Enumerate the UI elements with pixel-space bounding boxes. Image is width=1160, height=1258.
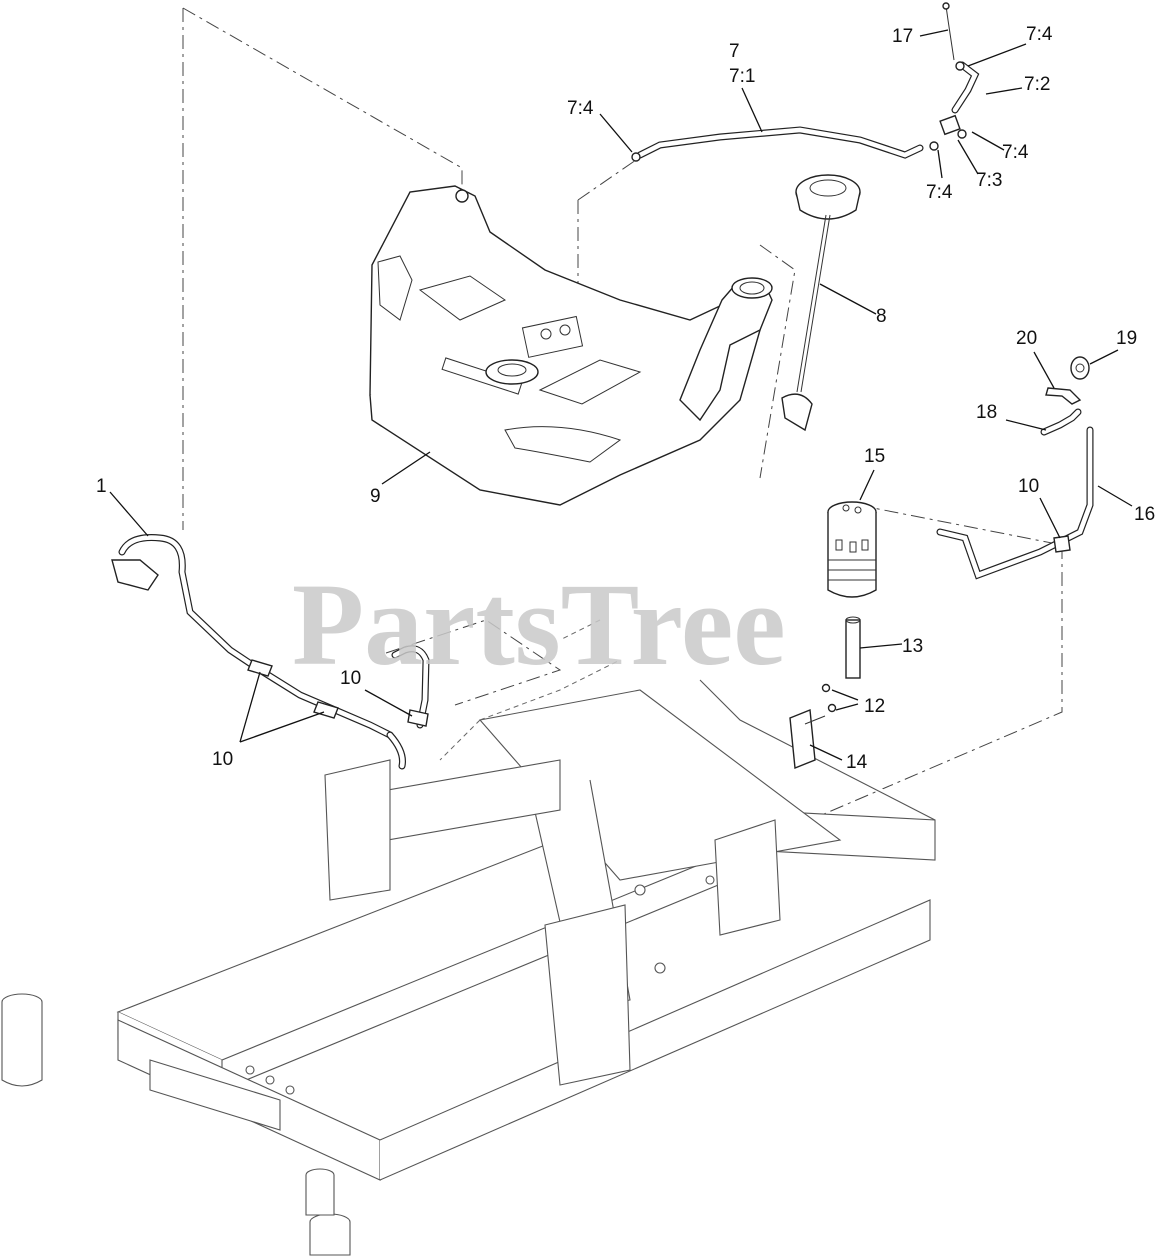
callout-7-3[interactable]: 7:3 bbox=[976, 170, 1002, 191]
fuel-cap bbox=[781, 174, 861, 432]
callout-10b[interactable]: 10 bbox=[340, 668, 361, 689]
callout-7-4d[interactable]: 7:4 bbox=[926, 182, 953, 203]
callout-13[interactable]: 13 bbox=[902, 636, 923, 657]
callout-7-4c[interactable]: 7:4 bbox=[1002, 142, 1029, 163]
canister-bracket bbox=[789, 683, 837, 769]
callout-7-2[interactable]: 7:2 bbox=[1024, 74, 1050, 95]
callout-14[interactable]: 14 bbox=[846, 752, 868, 773]
callout-15[interactable]: 15 bbox=[864, 446, 885, 467]
watermark-text: PartsTree bbox=[292, 559, 786, 690]
callout-7-4a[interactable]: 7:4 bbox=[567, 98, 594, 119]
callout-7[interactable]: 7 bbox=[729, 41, 740, 62]
callout-16[interactable]: 16 bbox=[1134, 504, 1155, 525]
callout-8[interactable]: 8 bbox=[876, 306, 887, 327]
callout-1[interactable]: 1 bbox=[96, 476, 107, 497]
callout-10c[interactable]: 10 bbox=[1018, 476, 1039, 497]
right-vent-line bbox=[936, 356, 1094, 580]
callouts: 1 7 7:1 7:4 7:4 7:2 7:4 7:4 7:3 17 8 9 1… bbox=[96, 24, 1155, 773]
callout-20[interactable]: 20 bbox=[1016, 328, 1037, 349]
callout-17[interactable]: 17 bbox=[892, 26, 913, 47]
fuel-tank bbox=[369, 185, 773, 506]
callout-10a[interactable]: 10 bbox=[212, 749, 233, 770]
canister-tube bbox=[845, 616, 861, 679]
callout-18[interactable]: 18 bbox=[976, 402, 997, 423]
callout-7-1[interactable]: 7:1 bbox=[729, 66, 755, 87]
leader-lines bbox=[109, 29, 1133, 761]
carbon-canister bbox=[827, 501, 877, 598]
callout-7-4b[interactable]: 7:4 bbox=[1026, 24, 1053, 45]
vent-hose-assembly bbox=[631, 2, 980, 162]
mower-frame bbox=[1, 619, 936, 1256]
left-fuel-line bbox=[111, 534, 562, 770]
callout-12[interactable]: 12 bbox=[864, 696, 885, 717]
callout-19[interactable]: 19 bbox=[1116, 328, 1137, 349]
callout-9[interactable]: 9 bbox=[370, 486, 381, 507]
